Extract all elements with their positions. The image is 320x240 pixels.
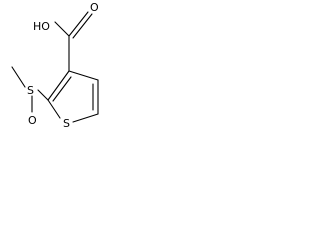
carbonyl-oxygen-label: O — [90, 1, 99, 14]
bond-ring-c2-c3-inner — [52, 76, 72, 102]
bond-ring-c5-s1 — [72, 113, 99, 123]
bond-carboxyl-c-o-double-1 — [68, 11, 89, 37]
bond-ring-s1-c2 — [47, 99, 61, 119]
hydroxyl-label: HO — [33, 20, 50, 33]
sulfoxide-sulfur-label: S — [27, 84, 34, 97]
ring-sulfur-label: S — [63, 117, 70, 130]
sulfoxide-oxygen-label: O — [28, 114, 37, 127]
chemical-structure: HO O S O S — [11, 1, 99, 130]
bond-carboxyl-c-o-double-2 — [72, 13, 93, 39]
bond-sulfoxide-s-methyl — [11, 66, 26, 88]
bond-ring-c3-c4 — [68, 70, 99, 81]
bond-carboxyl-c-oh — [54, 21, 70, 37]
bond-ring-c2-c3 — [47, 70, 70, 101]
bond-c2-sulfoxide-s — [37, 89, 49, 101]
